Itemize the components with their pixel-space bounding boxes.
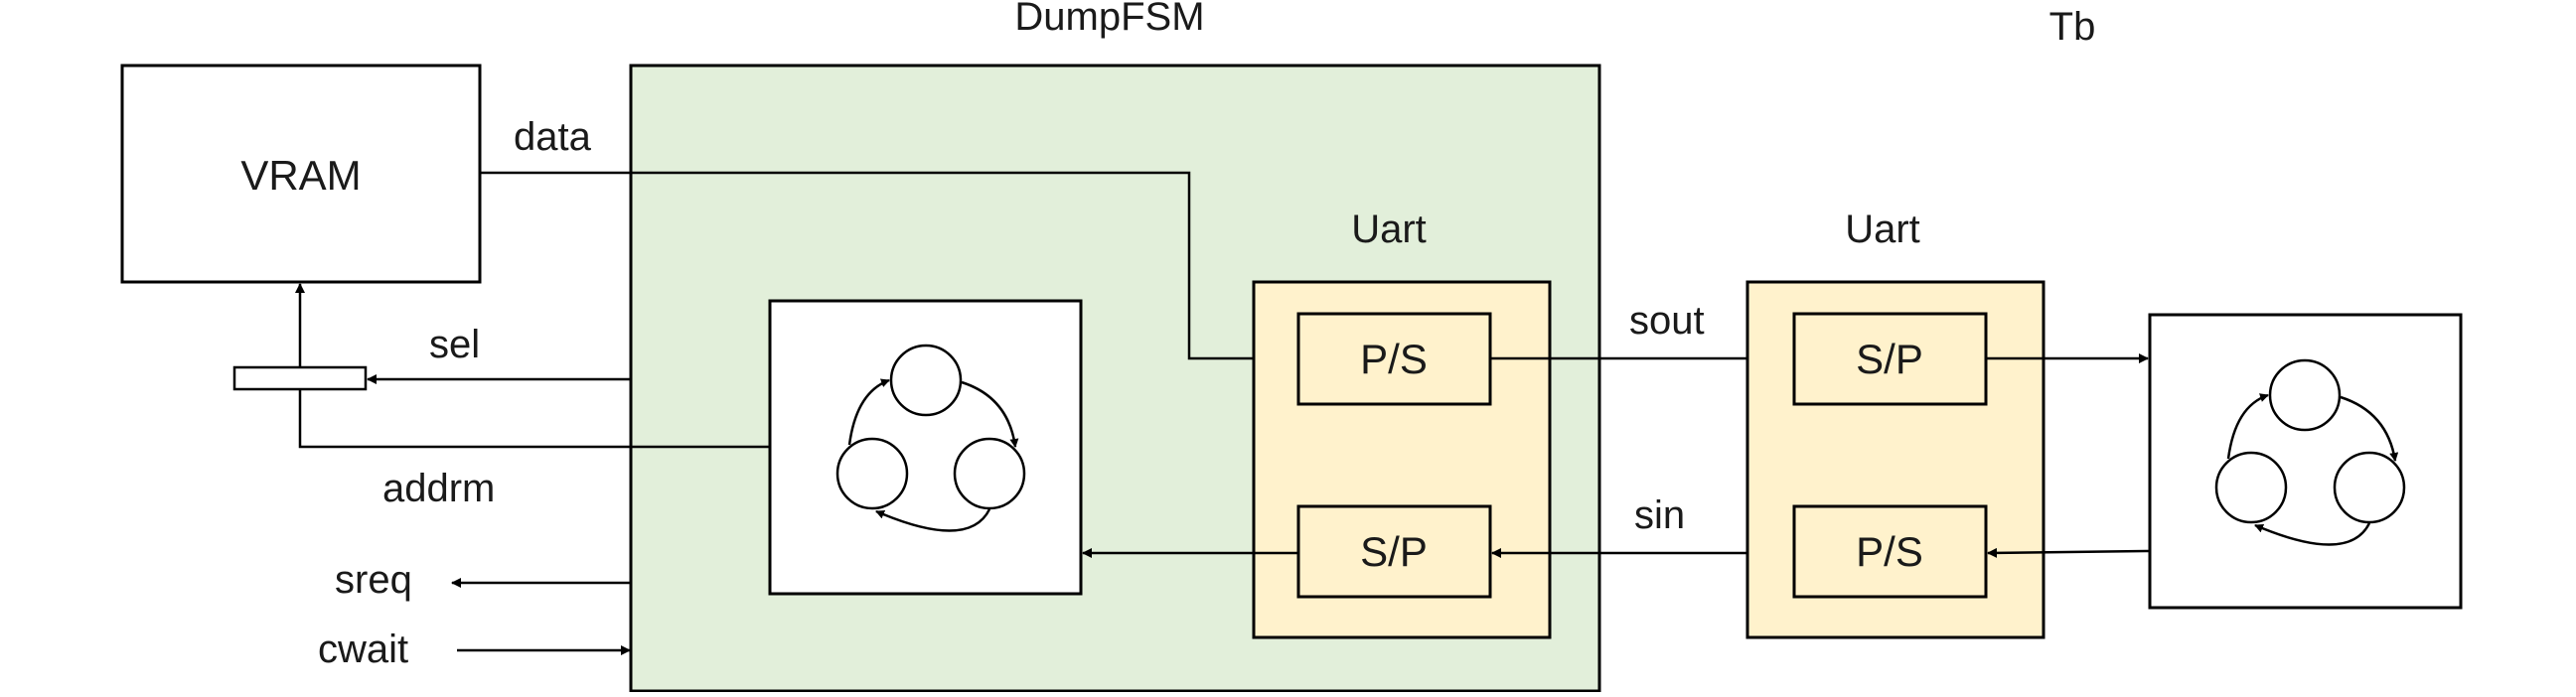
sin-label: sin [1634,493,1685,537]
transition-arrow [2340,395,2399,462]
tb-title: Tb [2049,5,2096,49]
transition-arrow [875,508,991,532]
addrm-line [298,389,770,449]
ps-right-box [1792,504,1988,599]
sp-left-label: S/P [1360,528,1428,575]
sout-label: sout [1629,299,1705,343]
state-circle [2214,451,2288,524]
addrm-label: addrm [382,467,495,510]
state-machine-icon [2214,358,2406,546]
transition-arrow [2254,522,2371,546]
uart-right-title: Uart [1845,208,1920,251]
uart-left-title: Uart [1351,208,1427,251]
ps-right-label: P/S [1856,528,1923,575]
cwait-label: cwait [318,627,408,671]
vram-block [120,64,482,284]
state-circle [835,437,909,510]
sp-right-label: S/P [1856,336,1923,382]
sp-left-box [1296,504,1492,599]
state-machine-icon [835,344,1026,532]
tb-fsm-to-ps-line [1987,547,2151,558]
transition-arrow [847,378,890,446]
vram-label: VRAM [240,152,361,199]
sp-right-box [1792,312,1988,406]
state-circle [2333,451,2406,524]
dumpfsm-title: DumpFSM [1014,0,1204,39]
state-circle [889,344,963,417]
fsm-box-right [2148,313,2463,610]
transition-arrow [2226,393,2269,460]
state-circle [953,437,1026,510]
transition-arrow [961,380,1019,448]
data-line [480,171,1298,363]
sreq-label: sreq [335,558,412,602]
data-label: data [514,115,592,159]
ps-left-label: P/S [1360,336,1428,382]
sel-label: sel [429,323,480,366]
address-mux [232,365,368,391]
state-circle [2268,358,2342,432]
